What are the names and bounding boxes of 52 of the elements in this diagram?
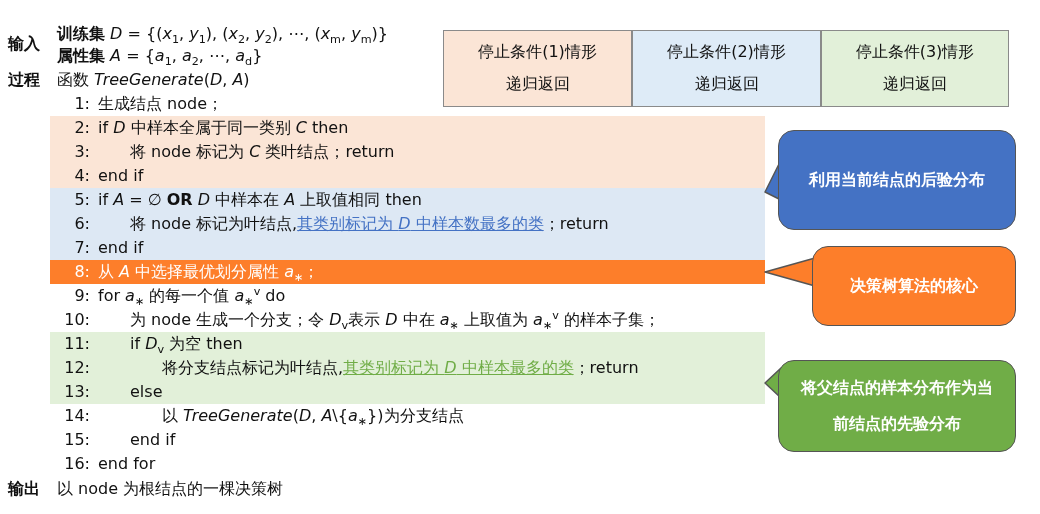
line-number: 7: <box>73 238 90 258</box>
line-number: 5: <box>73 190 90 210</box>
line-number: 11: <box>63 334 90 354</box>
code-line: if A = ∅ OR D 中样本在 A 上取值相同 then <box>98 190 422 210</box>
line-number: 3: <box>73 142 90 162</box>
algorithm-text: 训练集 D = {(x$_{1}$, y$_{1}$), (x$_{2}$, y$_{2}$), ⋯, (x$_{m}$, y$_{m}$)} <box>57 24 388 44</box>
condition-title: 停止条件(2)情形 <box>667 42 786 64</box>
line-number: 14: <box>63 406 90 426</box>
callout-pointer <box>764 367 782 399</box>
line-number: 6: <box>73 214 90 234</box>
speech-bubble: 将父结点的样本分布作为当前结点的先验分布 <box>778 360 1016 452</box>
line-number: 4: <box>73 166 90 186</box>
condition-note: 递归返回 <box>505 73 570 95</box>
line-number: 13: <box>63 382 90 402</box>
code-line: 将 node 标记为 C 类叶结点；return <box>130 142 395 162</box>
line-number: 9: <box>73 286 90 306</box>
condition-box <box>443 30 632 107</box>
highlight-band <box>50 332 765 404</box>
highlight-band <box>50 188 765 260</box>
line-number: 12: <box>63 358 90 378</box>
line-number: 16: <box>63 454 90 474</box>
section-heading: 输入 <box>8 34 40 54</box>
code-line: 为 node 生成一个分支；令 D$_{v}$表示 D 中在 a$_{∗}$ 上取值为 a$_{∗}$$^{v}$ 的样本子集； <box>130 310 660 330</box>
code-line: if D$_{v}$ 为空 then <box>130 334 243 354</box>
condition-title: 停止条件(3)情形 <box>855 42 975 64</box>
code-line: else <box>130 382 163 402</box>
code-line: if D 中样本全属于同一类别 C then <box>98 118 349 138</box>
code-line: 生成结点 node； <box>98 94 223 114</box>
condition-title: 停止条件(1)情形 <box>478 42 597 64</box>
code-line: 从 A 中选择最优划分属性 a$_{∗}$； <box>98 262 320 282</box>
code-line: end for <box>98 454 156 474</box>
algorithm-text: 属性集 A = {a$_{1}$, a$_{2}$, ⋯, a$_{d}$} <box>57 46 263 66</box>
line-number: 1: <box>73 94 90 114</box>
line-number: 10: <box>63 310 90 330</box>
highlight-band <box>50 116 765 188</box>
line-number: 2: <box>73 118 90 138</box>
algorithm-text: 函数 TreeGenerate(D, A) <box>57 70 250 90</box>
code-line: end if <box>98 238 144 258</box>
condition-note: 递归返回 <box>694 73 759 95</box>
line-number: 8: <box>73 262 90 282</box>
condition-note: 递归返回 <box>883 73 947 95</box>
code-line: end if <box>98 166 144 186</box>
algorithm-text: 以 node 为根结点的一棵决策树 <box>57 479 284 499</box>
line-number: 15: <box>63 430 90 450</box>
section-heading: 过程 <box>8 70 40 90</box>
code-line: end if <box>130 430 176 450</box>
condition-box <box>632 30 821 107</box>
condition-box <box>821 30 1009 107</box>
speech-bubble: 决策树算法的核心 <box>812 246 1016 326</box>
speech-bubble: 利用当前结点的后验分布 <box>778 130 1016 230</box>
code-line: for a$_{∗}$ 的每一个值 a$_{∗}$$^{v}$ do <box>98 286 286 306</box>
section-heading: 输出 <box>8 479 40 499</box>
